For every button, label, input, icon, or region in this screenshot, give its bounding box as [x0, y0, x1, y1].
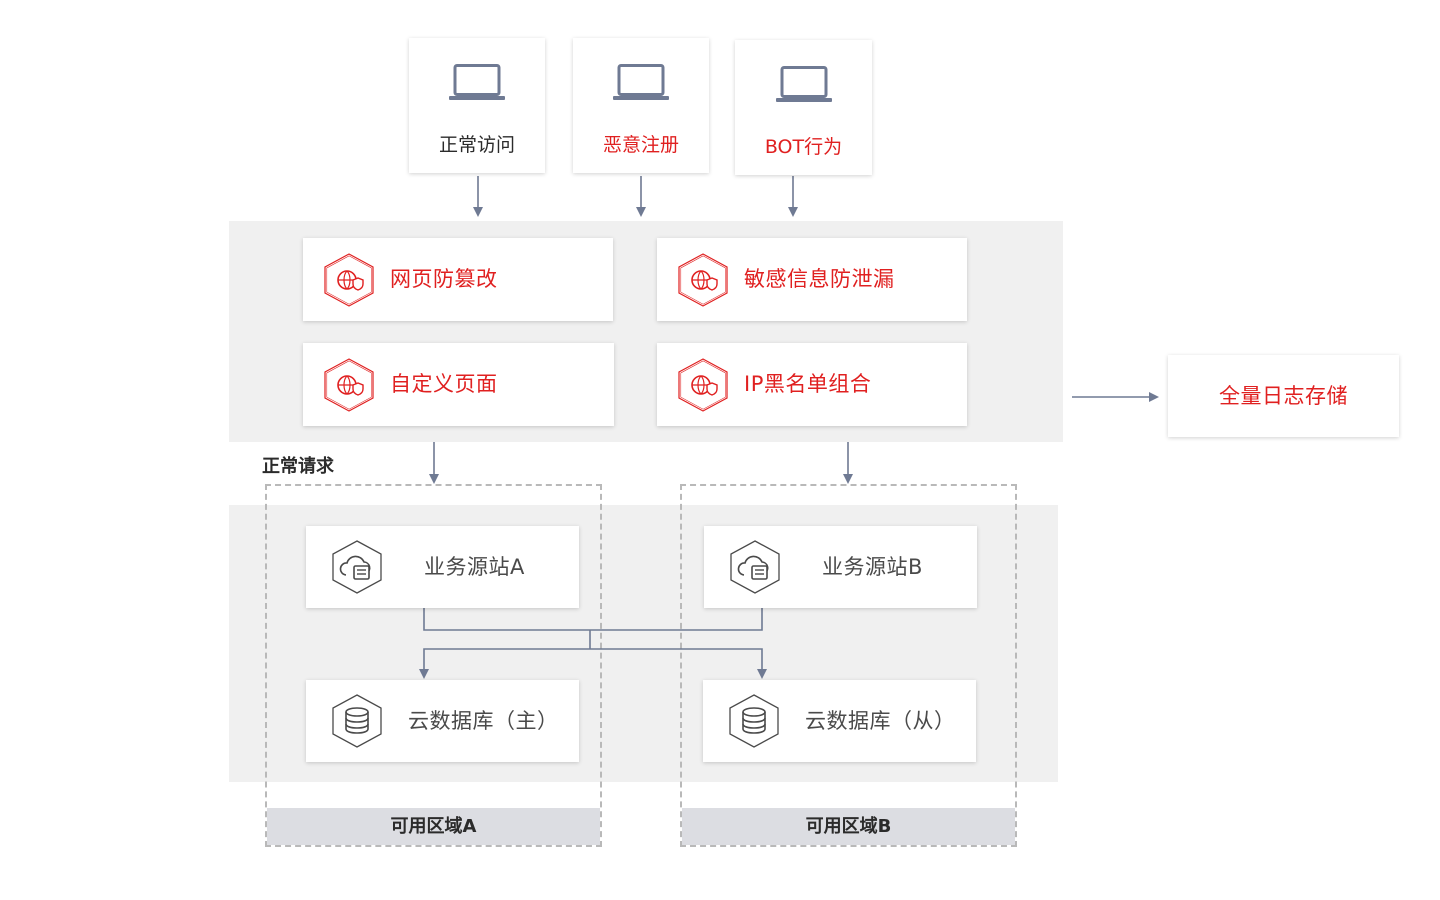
log-storage-card: 全量日志存储 — [1168, 355, 1399, 437]
waf-shield-icon — [678, 358, 728, 412]
db-link-line-a — [419, 648, 590, 679]
database-label: 云数据库（主） — [408, 709, 559, 733]
feature-card-custom-page: 自定义页面 — [303, 343, 614, 426]
database-icon — [332, 694, 382, 748]
client-card-malicious-register: 恶意注册 — [573, 38, 709, 173]
client-card-normal: 正常访问 — [409, 38, 545, 173]
feature-label: 网页防篡改 — [390, 267, 498, 291]
availability-zone-b — [680, 484, 1017, 847]
client-label: 正常访问 — [438, 134, 515, 156]
feature-card-data-leak-prevention: 敏感信息防泄漏 — [657, 238, 967, 321]
origin-server-card-a: 业务源站A — [306, 526, 579, 608]
db-link-line-b — [590, 648, 767, 679]
waf-shield-icon — [324, 358, 374, 412]
feature-card-web-tamper-protection: 网页防篡改 — [303, 238, 613, 321]
waf-shield-icon — [678, 253, 728, 307]
availability-zone-b-label: 可用区域B — [682, 808, 1015, 845]
client-card-bot: BOT行为 — [735, 40, 872, 175]
client-label: 恶意注册 — [602, 134, 679, 156]
database-icon — [729, 694, 779, 748]
feature-label: IP黑名单组合 — [744, 372, 872, 396]
client-label: BOT行为 — [764, 136, 843, 158]
server-link-line — [423, 608, 763, 631]
availability-zone-a-label: 可用区域A — [267, 808, 600, 845]
feature-label: 敏感信息防泄漏 — [744, 267, 895, 291]
server-label: 业务源站B — [822, 555, 923, 579]
cloud-database-card-primary: 云数据库（主） — [306, 680, 579, 762]
server-label: 业务源站A — [424, 555, 525, 579]
laptop-icon — [775, 66, 832, 102]
cloud-server-icon — [332, 540, 382, 594]
database-label: 云数据库（从） — [805, 709, 956, 733]
cloud-database-card-replica: 云数据库（从） — [703, 680, 976, 762]
feature-card-ip-blacklist: IP黑名单组合 — [657, 343, 967, 426]
normal-request-label: 正常请求 — [262, 456, 334, 477]
cloud-server-icon — [730, 540, 780, 594]
log-storage-label: 全量日志存储 — [1219, 384, 1348, 408]
origin-server-card-b: 业务源站B — [704, 526, 977, 608]
waf-shield-icon — [324, 253, 374, 307]
availability-zone-a — [265, 484, 602, 847]
laptop-icon — [449, 64, 505, 100]
laptop-icon — [613, 64, 669, 100]
feature-label: 自定义页面 — [390, 372, 498, 396]
